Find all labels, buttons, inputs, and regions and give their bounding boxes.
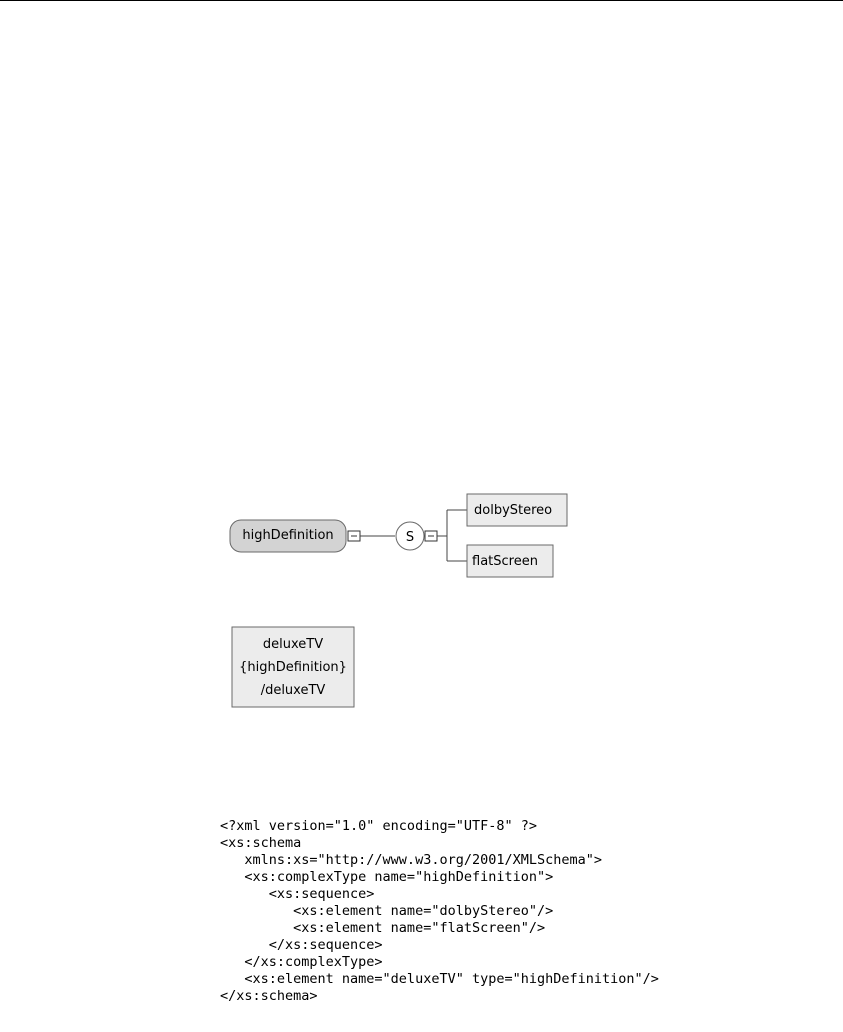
element-name-label: deluxeTV [263,637,323,652]
global-element-node[interactable] [231,626,355,708]
child-element-node[interactable] [466,493,568,527]
complex-type-node[interactable] [229,519,347,553]
element-type-label: {highDefinition} [239,660,347,675]
code-line: <?xml version="1.0" encoding="UTF-8" ?> [220,818,537,834]
page-top-rule [0,0,843,1]
code-line: </xs:sequence> [220,937,383,953]
element-end-label: /deluxeTV [261,683,326,698]
code-line: <xs:element name="dolbyStereo"/> [220,903,554,919]
child-element-label: dolbyStereo [474,503,552,518]
code-line: xmlns:xs="http://www.w3.org/2001/XMLSche… [220,852,603,868]
code-line: <xs:complexType name="highDefinition"> [220,869,554,885]
collapse-icon[interactable] [347,530,361,542]
code-line: <xs:sequence> [220,886,375,902]
branch-lines [437,509,467,562]
sequence-compositor-label: S [406,530,414,545]
child-element-node[interactable] [466,544,554,578]
code-line: </xs:schema> [220,988,318,1004]
xml-schema-code: <?xml version="1.0" encoding="UTF-8" ?><… [220,818,659,1005]
code-line: <xs:schema [220,835,302,851]
collapse-icon[interactable] [424,530,438,542]
complex-type-label: highDefinition [242,528,333,543]
child-element-label: flatScreen [472,554,538,569]
schema-diagram: highDefinition S dolbyStereo flatScreen … [229,493,568,708]
code-line: <xs:element name="flatScreen"/> [220,920,546,936]
sequence-compositor[interactable] [395,521,425,551]
code-line: <xs:element name="deluxeTV" type="highDe… [220,971,659,987]
code-line: </xs:complexType> [220,954,383,970]
